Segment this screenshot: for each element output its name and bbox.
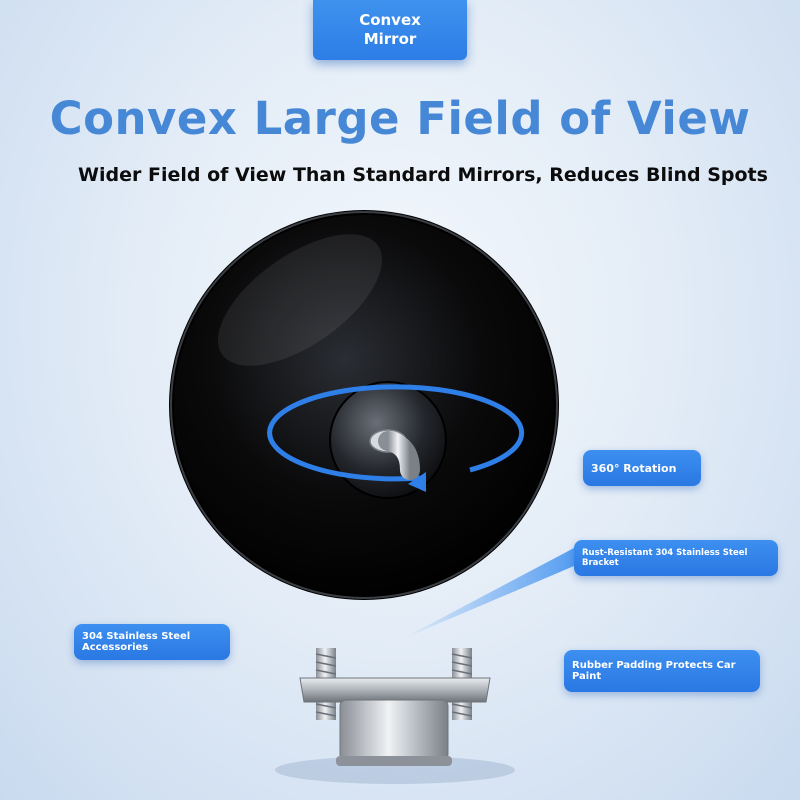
rotation-arrow-ring <box>267 384 525 492</box>
badge-line-2: Mirror <box>363 30 417 48</box>
badge-line-1: Convex <box>359 11 421 29</box>
bracket-callout-pointer <box>400 548 574 640</box>
callout-steel-accessories: 304 Stainless Steel Accessories <box>74 624 230 660</box>
mounting-clamp <box>299 677 491 766</box>
headline: Convex Large Field of View <box>49 92 751 145</box>
callout-rubber-padding: Rubber Padding Protects Car Paint <box>564 650 760 692</box>
subheadline: Wider Field of View Than Standard Mirror… <box>78 164 768 186</box>
callout-360-rotation: 360° Rotation <box>583 450 701 486</box>
product-type-badge: Convex Mirror <box>313 0 467 60</box>
callout-steel-bracket: Rust-Resistant 304 Stainless Steel Brack… <box>574 540 778 576</box>
stainless-steel-bracket <box>369 428 420 672</box>
